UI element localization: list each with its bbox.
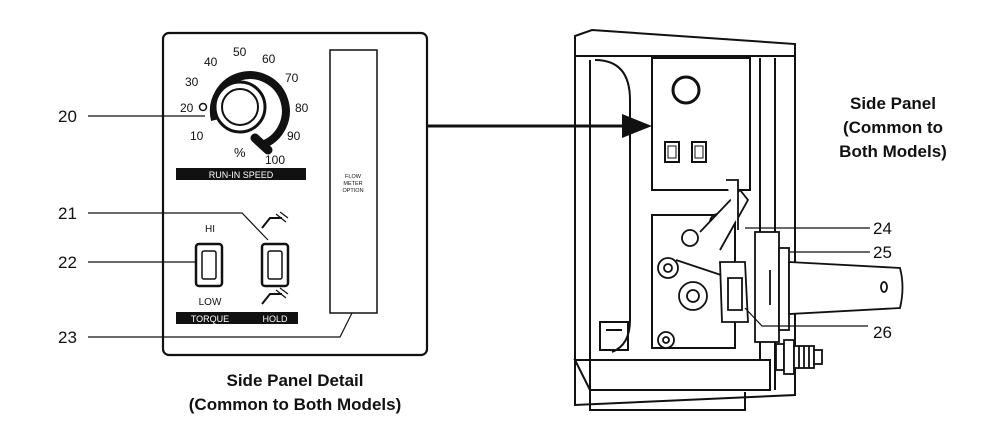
dial-tick-50: 50: [233, 45, 247, 59]
leader-21: [88, 212, 269, 241]
dial-tick-40: 40: [204, 55, 218, 69]
dial-tick-70: 70: [285, 71, 299, 85]
detail-caption-line1: Side Panel Detail: [227, 371, 364, 390]
callout-20: 20: [58, 107, 77, 126]
callout-24: 24: [873, 219, 892, 238]
panel-switch-left: [664, 141, 680, 163]
detail-caption-line2: (Common to Both Models): [189, 395, 401, 414]
flow-meter-line2: METER: [343, 181, 362, 187]
hold-label: HOLD: [262, 314, 288, 324]
flow-meter-line1: FLOW: [345, 174, 362, 180]
leader-23: [88, 312, 353, 338]
dial-tick-labels: 10 20 30 40 50 60 70 80 90 100: [180, 45, 309, 167]
torch-off-icon: [261, 287, 289, 305]
gas-fitting: [775, 339, 823, 375]
dial-unit: %: [234, 145, 246, 160]
torque-hi-label: HI: [205, 224, 215, 235]
pointer-arrow-head: [622, 114, 652, 138]
dial-tick-80: 80: [295, 101, 309, 115]
torch-on-icon: [261, 211, 289, 229]
flow-meter-option-area: [329, 49, 378, 314]
dial-tick-60: 60: [262, 52, 276, 66]
dial-indicator-dot: [198, 102, 208, 112]
dial-tick-90: 90: [287, 129, 301, 143]
callout-26: 26: [873, 323, 892, 342]
callout-25: 25: [873, 243, 892, 262]
drive-roll-assembly: [657, 179, 750, 349]
callout-21: 21: [58, 204, 77, 223]
flow-meter-line3: OPTION: [342, 188, 363, 194]
dial-tick-100: 100: [265, 153, 285, 167]
side-caption-line3: Both Models): [839, 142, 947, 161]
wire-feeder-machine: [573, 28, 796, 411]
side-caption-line1: Side Panel: [850, 94, 936, 113]
panel-switch-right: [691, 141, 707, 163]
torque-label: TORQUE: [191, 314, 229, 324]
side-caption-line2: (Common to: [843, 118, 943, 137]
hold-switch[interactable]: [260, 242, 290, 288]
callout-22: 22: [58, 253, 77, 272]
run-in-speed-label: RUN-IN SPEED: [209, 170, 274, 180]
leader-26: [744, 307, 868, 327]
dial-tick-10: 10: [190, 129, 204, 143]
callout-23: 23: [58, 328, 77, 347]
dial-tick-30: 30: [185, 75, 199, 89]
dial-tick-20: 20: [180, 101, 194, 115]
run-in-speed-bar: [176, 168, 306, 180]
run-in-speed-dial: [198, 71, 290, 155]
panel-knob-port: [671, 75, 701, 105]
torque-hold-bar: [176, 312, 298, 324]
torque-low-label: LOW: [199, 297, 222, 308]
torque-switch[interactable]: [194, 242, 224, 288]
